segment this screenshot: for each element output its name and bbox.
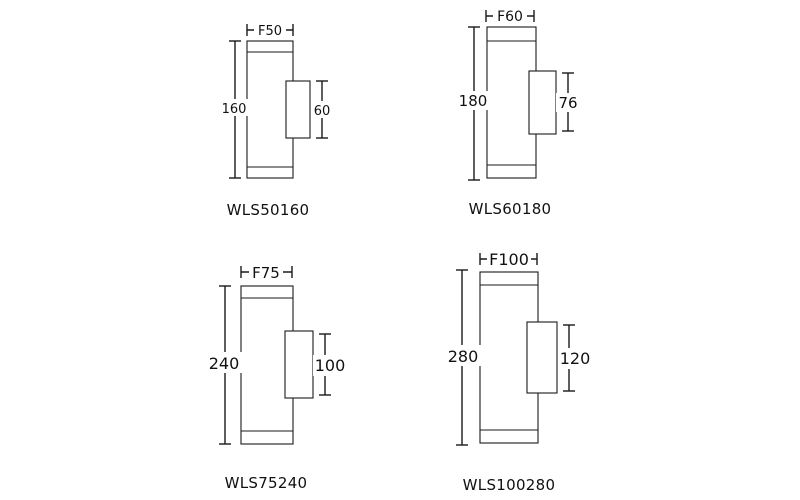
fixture-head [526, 321, 558, 394]
head-label: 60 [314, 104, 331, 119]
width-label-mask [249, 263, 283, 281]
width-label: F100 [489, 250, 529, 269]
model-name: WLS75240 [225, 474, 308, 492]
drawing-wls60180: F60 180 76 WLS60180 [456, 8, 580, 218]
drawing-wls50160: F50 160 60 WLS50160 [219, 22, 333, 219]
model-name: WLS60180 [469, 200, 552, 218]
fixture-body [246, 40, 294, 179]
width-label: F60 [497, 9, 523, 25]
height-label-mask [205, 352, 245, 373]
width-label-mask [493, 8, 527, 24]
height-label-mask [219, 99, 249, 116]
height-label-mask [456, 91, 492, 110]
height-label: 240 [209, 354, 240, 373]
fixture-head [284, 330, 314, 399]
height-label: 160 [222, 102, 247, 117]
width-label: F50 [258, 24, 282, 39]
drawing-wls100280: F100 280 120 WLS100280 [443, 250, 592, 494]
width-label-mask [254, 22, 286, 38]
head-label-mask [556, 93, 580, 112]
width-label: F75 [252, 264, 280, 282]
model-name: WLS100280 [463, 476, 556, 494]
fixture-body [240, 285, 294, 445]
head-label-mask [313, 355, 347, 376]
head-label: 76 [558, 94, 577, 112]
fixture-head [528, 70, 557, 135]
head-label-mask [558, 348, 592, 369]
head-label: 120 [560, 349, 591, 368]
height-label: 180 [459, 92, 488, 110]
head-label-mask [311, 101, 333, 118]
fixture-body [486, 26, 537, 179]
width-label-mask [487, 250, 531, 268]
head-label: 100 [315, 356, 346, 375]
height-label: 280 [448, 347, 479, 366]
drawing-wls75240: F75 240 100 WLS75240 [205, 263, 347, 492]
fixture-head [285, 80, 311, 139]
model-name: WLS50160 [227, 201, 310, 219]
height-label-mask [443, 345, 483, 366]
